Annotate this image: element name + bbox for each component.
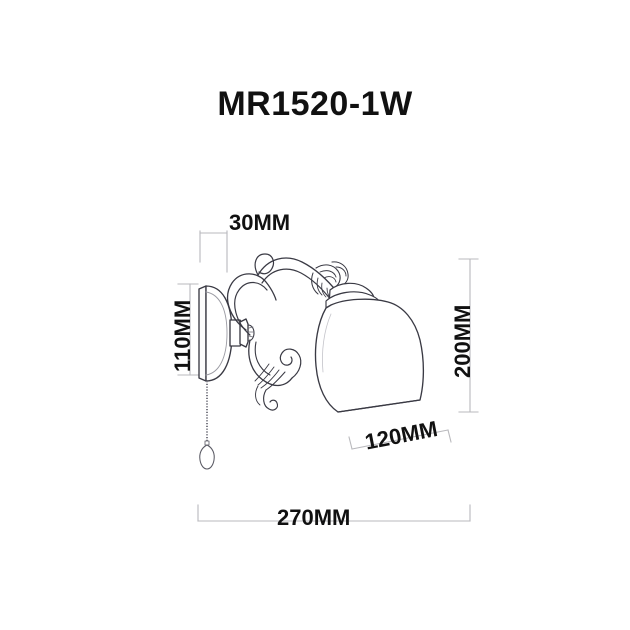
dimension-label-270mm: 270MM	[277, 505, 351, 530]
arm-leaf-cluster-upper	[311, 261, 349, 300]
lamp-illustration	[198, 253, 425, 470]
dimension-120mm	[348, 429, 452, 450]
arm-scroll-lower	[254, 348, 302, 411]
dimension-30mm	[199, 230, 228, 273]
page-title: MR1520-1W	[217, 85, 413, 123]
dimension-label-30mm: 30MM	[229, 210, 291, 235]
arm-neck-connector	[229, 318, 255, 348]
bell-glass-shade	[314, 298, 425, 413]
dimension-110mm	[177, 283, 199, 376]
decorative-scroll-arm	[227, 253, 339, 387]
dimension-label-110mm: 110MM	[170, 299, 195, 372]
dimension-label-200mm: 200MM	[450, 304, 475, 378]
dimension-270mm	[197, 504, 471, 522]
chain-finial	[199, 444, 215, 470]
dimension-lines	[177, 230, 479, 522]
pull-chain-switch	[199, 381, 215, 470]
dimension-200mm	[458, 258, 479, 413]
